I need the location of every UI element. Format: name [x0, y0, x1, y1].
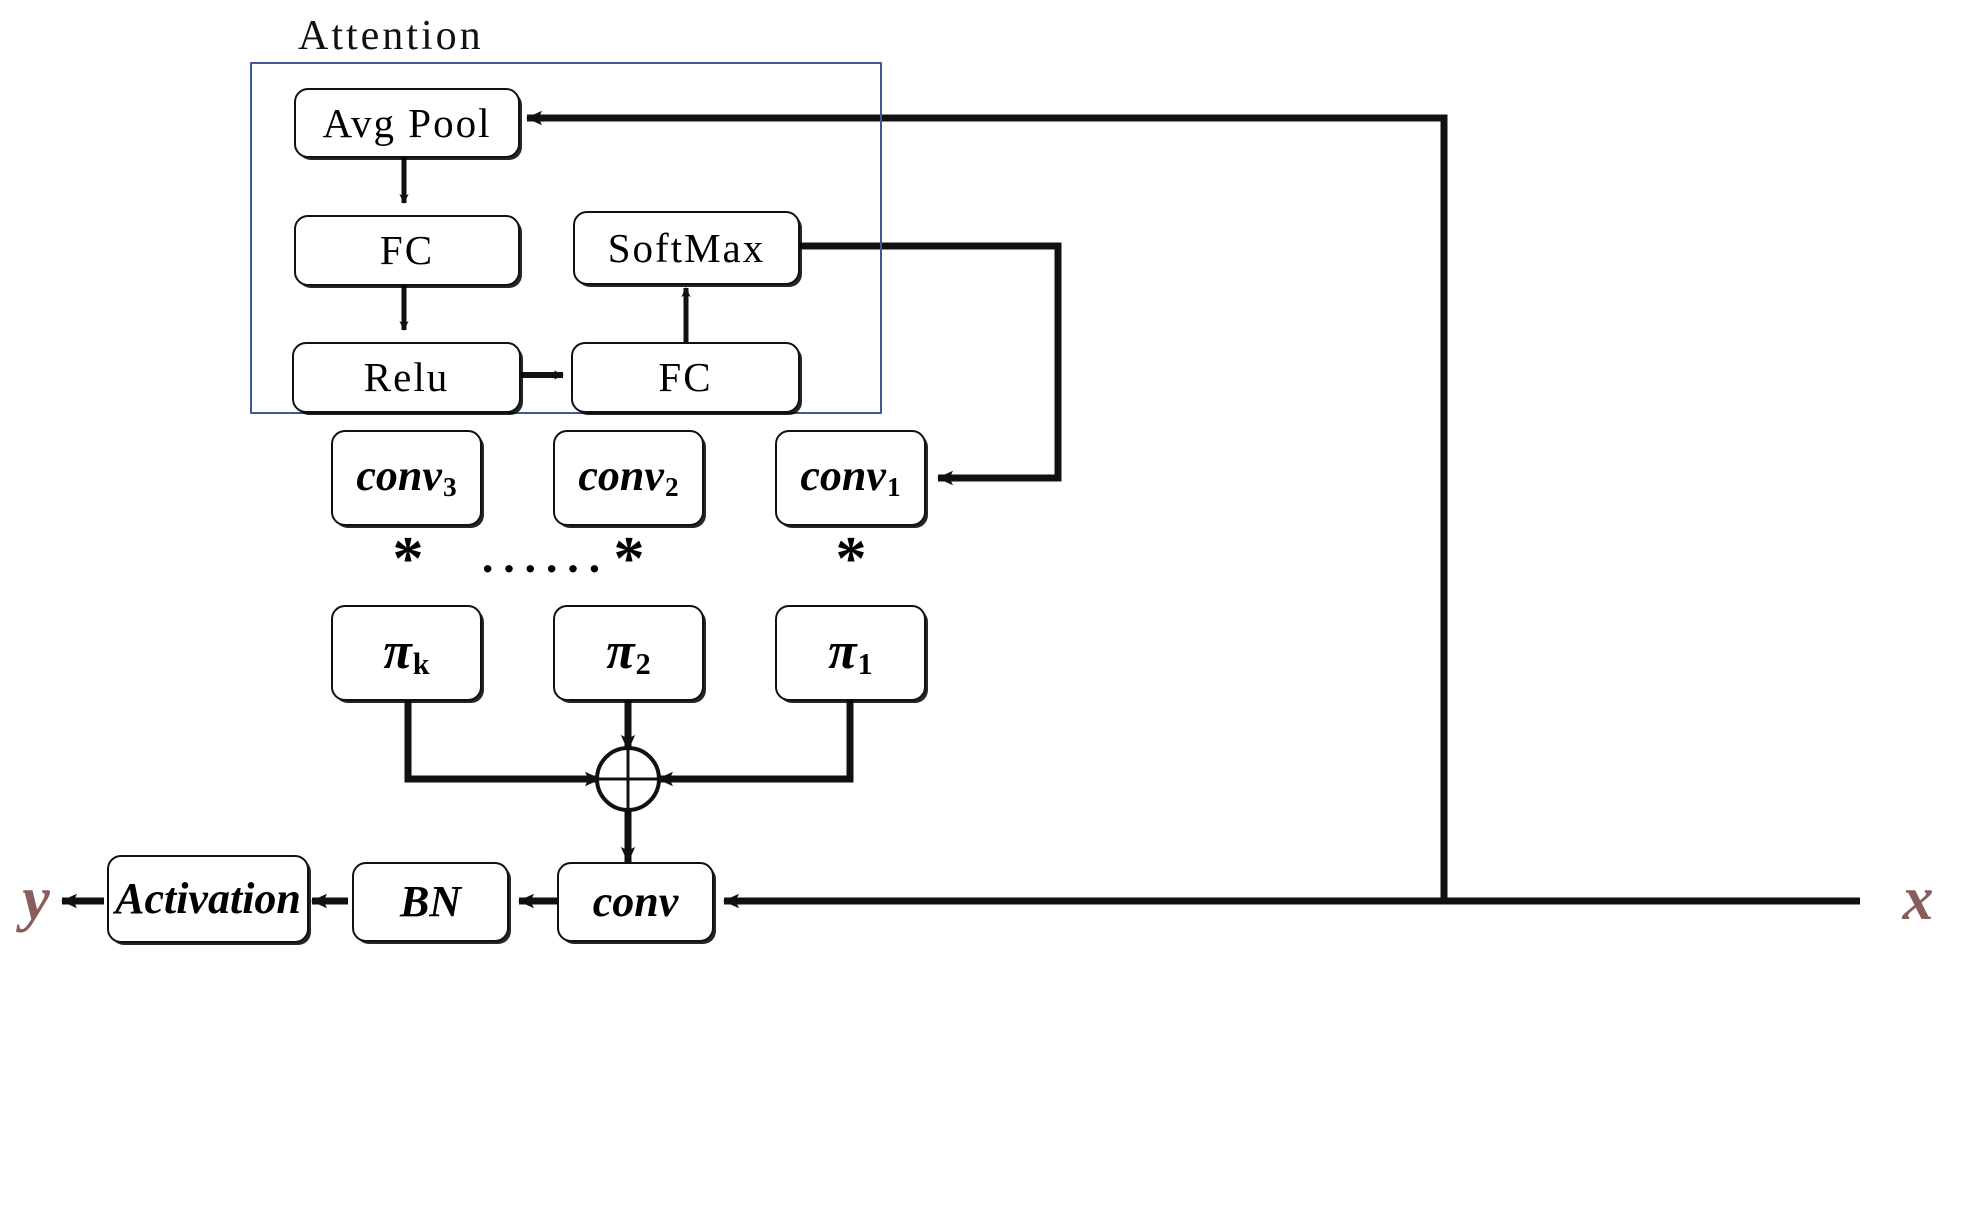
node-avg-pool-label: Avg Pool	[322, 99, 492, 146]
node-conv2[interactable]: conv2	[553, 430, 704, 526]
node-conv1[interactable]: conv1	[775, 430, 926, 526]
node-relu[interactable]: Relu	[292, 342, 521, 413]
node-conv1-label: conv1	[800, 454, 900, 501]
node-conv2-label: conv2	[578, 454, 678, 501]
input-variable-x: x	[1902, 865, 1934, 933]
node-pi-2-base: π	[606, 623, 635, 681]
node-relu-label: Relu	[363, 354, 450, 400]
node-bn-label: BN	[399, 877, 462, 926]
attention-group-frame	[250, 62, 882, 414]
node-conv3-base: conv	[356, 451, 442, 501]
node-fc-right-label: FC	[658, 354, 713, 400]
node-pi-k-base: π	[383, 623, 412, 681]
node-fc-left[interactable]: FC	[294, 215, 520, 286]
multiply-operator-mid: *	[613, 525, 645, 593]
node-avg-pool[interactable]: Avg Pool	[294, 88, 520, 158]
node-pi-k-sub: k	[412, 647, 430, 682]
node-conv1-sub: 1	[886, 472, 901, 503]
node-activation-label: Activation	[115, 874, 301, 923]
node-conv1-base: conv	[800, 451, 886, 501]
output-variable-y: y	[22, 865, 50, 933]
multiply-operator-left: *	[392, 525, 424, 593]
node-conv3[interactable]: conv3	[331, 430, 482, 526]
sum-node	[595, 746, 661, 812]
wire-pi1-to-sum	[657, 701, 854, 787]
multiply-operator-right: *	[835, 525, 867, 593]
node-pi-1-base: π	[828, 623, 857, 681]
node-activation[interactable]: Activation	[107, 855, 309, 943]
node-softmax-label: SoftMax	[607, 224, 766, 271]
node-conv-main-label: conv	[592, 877, 679, 926]
node-softmax[interactable]: SoftMax	[573, 211, 800, 285]
wire-pik-to-sum	[404, 701, 601, 787]
attention-group-title: Attention	[298, 13, 484, 59]
node-pi-1-label: π1	[828, 623, 873, 682]
node-fc-right[interactable]: FC	[571, 342, 800, 413]
ellipsis-marker: ······	[480, 543, 609, 594]
node-conv2-sub: 2	[664, 472, 679, 503]
node-pi-1-sub: 1	[857, 647, 873, 682]
node-pi-2[interactable]: π2	[553, 605, 704, 701]
node-pi-2-label: π2	[606, 623, 651, 682]
node-bn[interactable]: BN	[352, 862, 509, 942]
node-pi-2-sub: 2	[635, 647, 651, 682]
node-pi-k-label: πk	[383, 623, 430, 682]
node-conv3-label: conv3	[356, 454, 456, 501]
node-pi-1[interactable]: π1	[775, 605, 926, 701]
node-pi-k[interactable]: πk	[331, 605, 482, 701]
node-conv-main[interactable]: conv	[557, 862, 714, 942]
node-conv3-sub: 3	[442, 472, 457, 503]
node-fc-left-label: FC	[379, 227, 435, 273]
node-conv2-base: conv	[578, 451, 664, 501]
